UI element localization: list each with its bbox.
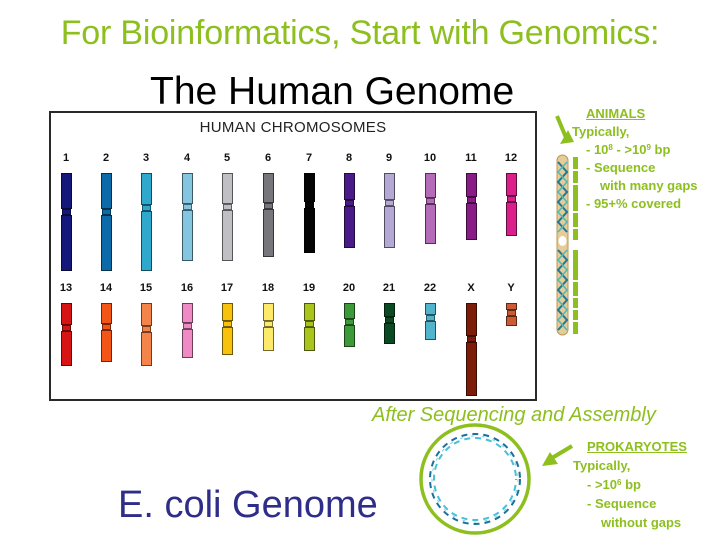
chromosome-19 (304, 303, 315, 351)
slide-title: For Bioinformatics, Start with Genomics: (60, 14, 660, 52)
chromosome-16 (182, 303, 193, 358)
chromosome-label: 1 (62, 152, 70, 164)
animal-chromosome-illustration (555, 115, 578, 336)
chromosome-label: X (467, 282, 475, 294)
chromosome-label: 3 (142, 152, 150, 164)
chromosome-label: 6 (264, 152, 272, 164)
chromosome-12 (506, 173, 517, 236)
chromosome-X (466, 303, 477, 396)
chromosome-4 (182, 173, 193, 261)
chromosome-1 (61, 173, 72, 271)
animals-typically: Typically, (572, 124, 630, 139)
chromosome-21 (384, 303, 395, 344)
chromosome-label: 16 (180, 282, 194, 294)
prokaryotes-typically: Typically, (573, 458, 631, 473)
chromosome-11 (466, 173, 477, 240)
chromosome-label: 17 (220, 282, 234, 294)
human-genome-heading: The Human Genome (150, 70, 515, 113)
chromosome-label: 10 (423, 152, 437, 164)
ecoli-genome-heading: E. coli Genome (118, 484, 378, 526)
chromosome-label: 9 (385, 152, 393, 164)
prokaryotes-heading: PROKARYOTES (587, 439, 687, 454)
after-sequencing-caption: After Sequencing and Assembly (372, 404, 656, 426)
chromosome-label: 19 (302, 282, 316, 294)
animals-info: ANIMALS Typically, - 108 - >109 bp - Seq… (572, 105, 698, 213)
chromosome-2 (101, 173, 112, 271)
chromosome-label: 18 (261, 282, 275, 294)
chromosome-label: 4 (183, 152, 191, 164)
chromosome-13 (61, 303, 72, 366)
chromosome-7 (304, 173, 315, 253)
chromosome-label: 8 (345, 152, 353, 164)
chromosome-18 (263, 303, 274, 351)
chromosome-label: 7 (305, 152, 313, 164)
chromosome-label: 11 (465, 152, 477, 164)
chromosome-Y (506, 303, 517, 326)
prokaryotes-no-gaps: without gaps (601, 515, 682, 530)
chromosome-20 (344, 303, 355, 347)
animals-heading: ANIMALS (586, 106, 646, 121)
animals-size: - 108 - >109 bp (586, 142, 671, 157)
chromosome-3 (141, 173, 152, 271)
chromosome-6 (263, 173, 274, 257)
panel-title: HUMAN CHROMOSOMES (199, 119, 387, 136)
chromosome-label: Y (507, 282, 515, 294)
circular-genome-illustration (419, 423, 531, 535)
chromosome-8 (344, 173, 355, 248)
chromosome-10 (425, 173, 436, 244)
chromosome-label: 2 (102, 152, 110, 164)
chromosome-label: 15 (139, 282, 153, 294)
chromosome-5 (222, 173, 233, 261)
animals-sequence: - Sequence (586, 160, 656, 175)
chromosome-label: 22 (423, 282, 437, 294)
chromosome-label: 14 (99, 282, 113, 294)
prokaryotes-sequence: - Sequence (587, 496, 657, 511)
animals-gaps: with many gaps (600, 178, 698, 193)
chromosome-label: 13 (59, 282, 73, 294)
prokaryotes-info: PROKARYOTES Typically, - >106 bp - Seque… (573, 437, 687, 532)
chromosome-14 (101, 303, 112, 362)
chromosome-label: 12 (504, 152, 518, 164)
prokaryotes-size: - >106 bp (587, 477, 641, 492)
pointer-arrow-icon (555, 115, 574, 144)
chromosome-9 (384, 173, 395, 248)
chromosome-15 (141, 303, 152, 366)
chromosome-label: 21 (382, 282, 396, 294)
chromosome-22 (425, 303, 436, 340)
chromosome-label: 5 (223, 152, 231, 164)
chromosome-label: 20 (342, 282, 356, 294)
chromosome-17 (222, 303, 233, 355)
prokaryote-arrow-icon (542, 444, 574, 466)
animals-coverage: - 95+% covered (586, 196, 682, 211)
